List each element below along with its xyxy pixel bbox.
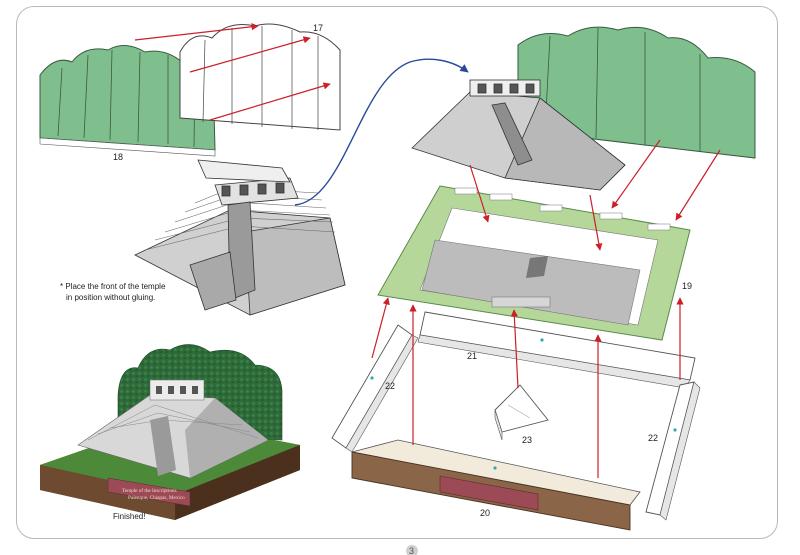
- page-number: 3: [409, 546, 414, 555]
- label-part-22-left: 22: [385, 381, 395, 391]
- temple-pyramid-front: [134, 159, 346, 316]
- page-number-badge: [406, 545, 418, 555]
- label-part-23: 23: [522, 435, 532, 445]
- part-18-tree-strip: [39, 45, 216, 157]
- part-20-front-base: [351, 439, 641, 531]
- arrow-blue-temple-to-assembly: [294, 58, 469, 206]
- label-part-22-right: 22: [648, 433, 658, 443]
- label-part-17: 17: [313, 23, 323, 33]
- label-part-21: 21: [467, 351, 477, 361]
- instruction-line-1: * Place the front of the temple: [60, 282, 166, 291]
- finished-model-image: Temple of the Inscriptions Palenque, Chi…: [40, 344, 300, 520]
- instruction-note: * Place the front of the temple in posit…: [60, 282, 166, 302]
- part-23-wedge: [494, 384, 549, 441]
- plaque-line-2: Palenque, Chiapas, Mexico: [128, 495, 185, 501]
- arrows-into-base: [469, 139, 721, 251]
- label-part-18: 18: [113, 152, 123, 162]
- label-part-20: 20: [480, 508, 490, 518]
- plaque-line-1: Temple of the Inscriptions: [122, 487, 177, 494]
- part-19-back-wall: [517, 26, 756, 159]
- arrows-18-to-17: [134, 23, 331, 121]
- finished-caption: Finished!: [113, 512, 145, 521]
- green-base-plate: [377, 185, 691, 341]
- part-17-white-strip: [179, 23, 341, 131]
- label-part-19: 19: [682, 281, 692, 291]
- page-frame: [16, 6, 778, 539]
- part-22-right-wall: [645, 381, 701, 521]
- pyramid-back-piece: [411, 79, 626, 191]
- instruction-line-2: in position without gluing.: [66, 293, 155, 302]
- part-22-left-wall: [331, 324, 419, 453]
- arrows-bottom-pieces: [371, 297, 684, 478]
